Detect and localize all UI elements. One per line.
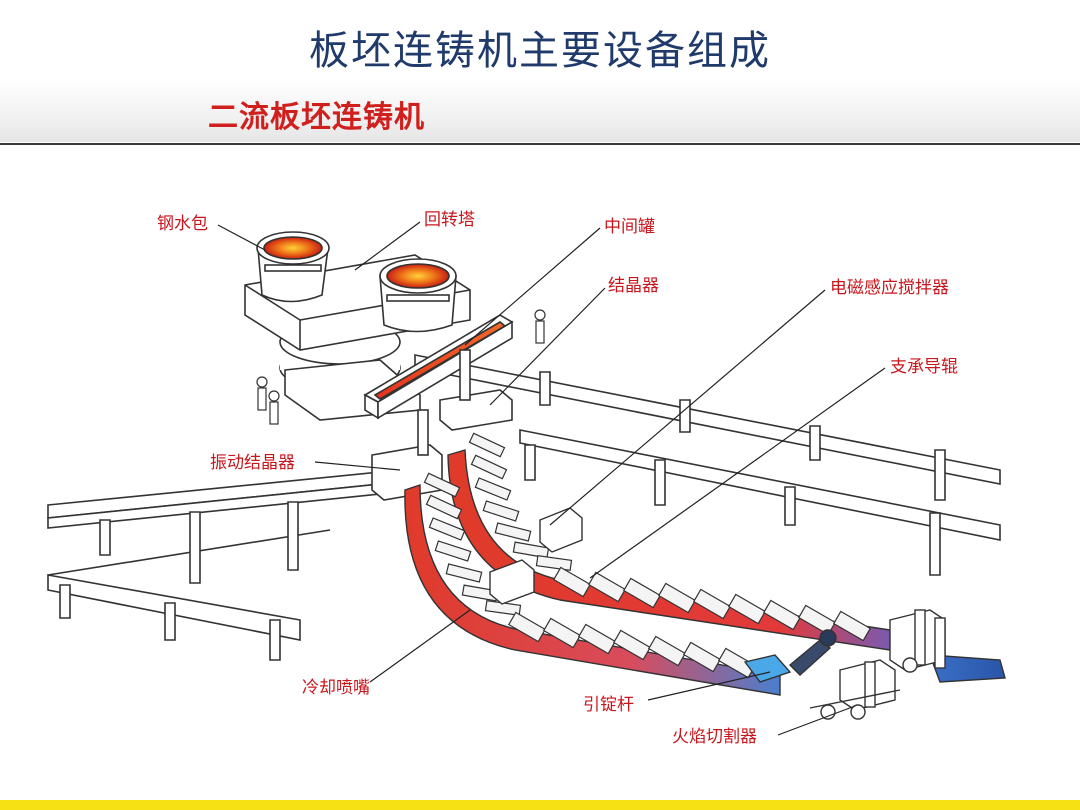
torch-cutter	[809, 609, 946, 720]
rollers-upper	[468, 432, 872, 642]
platform-structure	[47, 354, 1001, 661]
label-spray-nozzle: 冷却喷嘴	[302, 678, 370, 698]
label-ems: 电磁感应搅拌器	[830, 278, 949, 298]
worker-figures	[256, 309, 546, 425]
label-oscillating-mold: 振动结晶器	[210, 453, 295, 473]
label-torch-cutter: 火焰切割器	[672, 727, 757, 747]
mold-frames	[371, 349, 513, 501]
leader-lines	[217, 221, 886, 736]
ladle-right	[379, 258, 457, 333]
label-tundish: 中间罐	[604, 217, 655, 237]
slide-title: 板坯连铸机主要设备组成	[309, 28, 771, 74]
ems-stirrer	[489, 507, 583, 605]
ladle-left	[256, 231, 330, 303]
header-shade	[0, 78, 1080, 142]
label-support-rolls: 支承导辊	[890, 357, 958, 377]
header-rule	[0, 143, 1080, 145]
strand-lower	[404, 484, 781, 696]
rollers-lower	[423, 472, 757, 679]
bottom-accent-band	[0, 800, 1080, 810]
label-turret: 回转塔	[424, 210, 475, 230]
label-dummy-bar: 引锭杆	[583, 695, 634, 715]
slab-output	[928, 654, 1006, 683]
label-ladle: 钢水包	[157, 214, 208, 234]
label-mold: 结晶器	[608, 276, 659, 296]
figure-title: 二流板坯连铸机	[208, 100, 425, 135]
